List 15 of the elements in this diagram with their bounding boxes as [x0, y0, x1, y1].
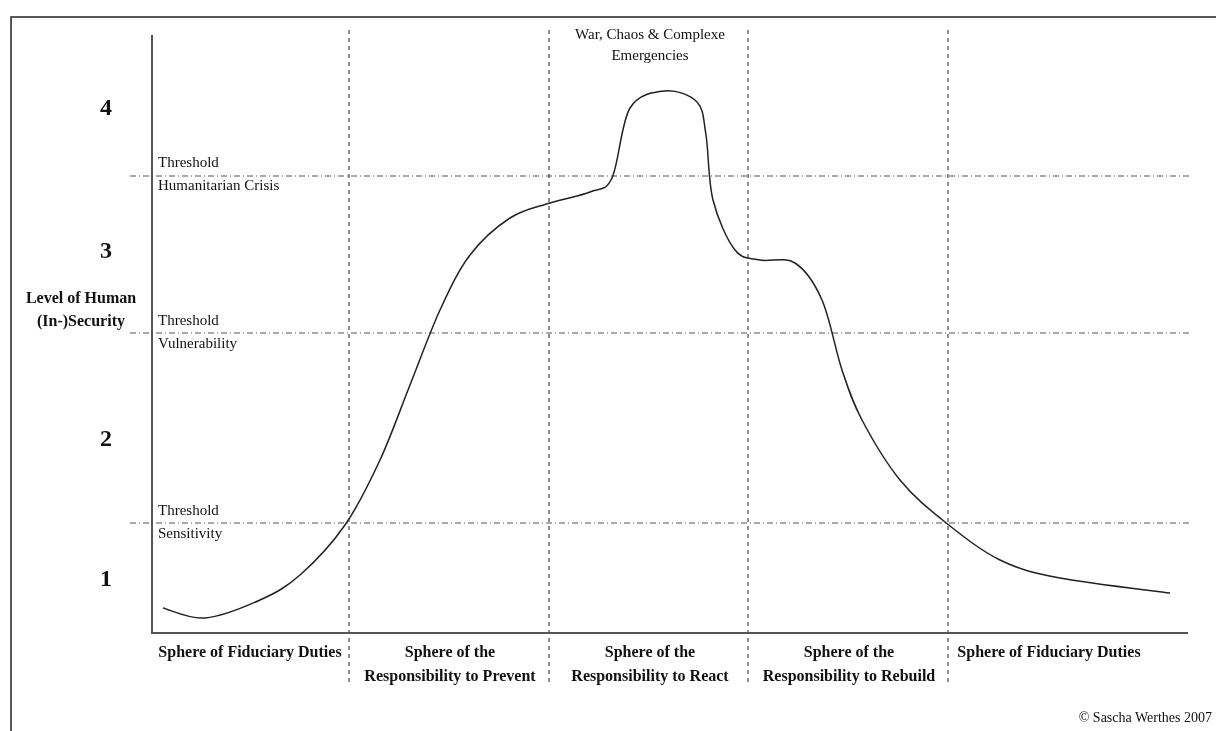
axis-tick-label: 2: [100, 424, 113, 453]
sphere-label: Sphere of the Responsibility to Prevent: [363, 642, 537, 687]
threshold-label: Threshold Vulnerability: [158, 311, 239, 353]
axis-tick-label: 3: [100, 236, 113, 265]
annotation-text: War, Chaos & Complexe Emergencies: [575, 25, 725, 65]
threshold-label: Threshold Sensitivity: [158, 501, 224, 543]
sphere-label: Sphere of Fiduciary Duties: [157, 642, 343, 663]
axis-title: Level of Human (In-)Security: [24, 288, 138, 332]
sphere-label: Sphere of Fiduciary Duties: [956, 642, 1142, 663]
sphere-label: Sphere of the Responsibility to React: [570, 642, 730, 687]
axis-tick-label: 4: [100, 93, 113, 122]
threshold-label: Threshold Humanitarian Crisis: [158, 153, 281, 195]
copyright-text: © Sascha Werthes 2007: [1077, 709, 1212, 727]
sphere-label: Sphere of the Responsibility to Rebuild: [761, 642, 937, 687]
axis-tick-label: 1: [100, 564, 113, 593]
